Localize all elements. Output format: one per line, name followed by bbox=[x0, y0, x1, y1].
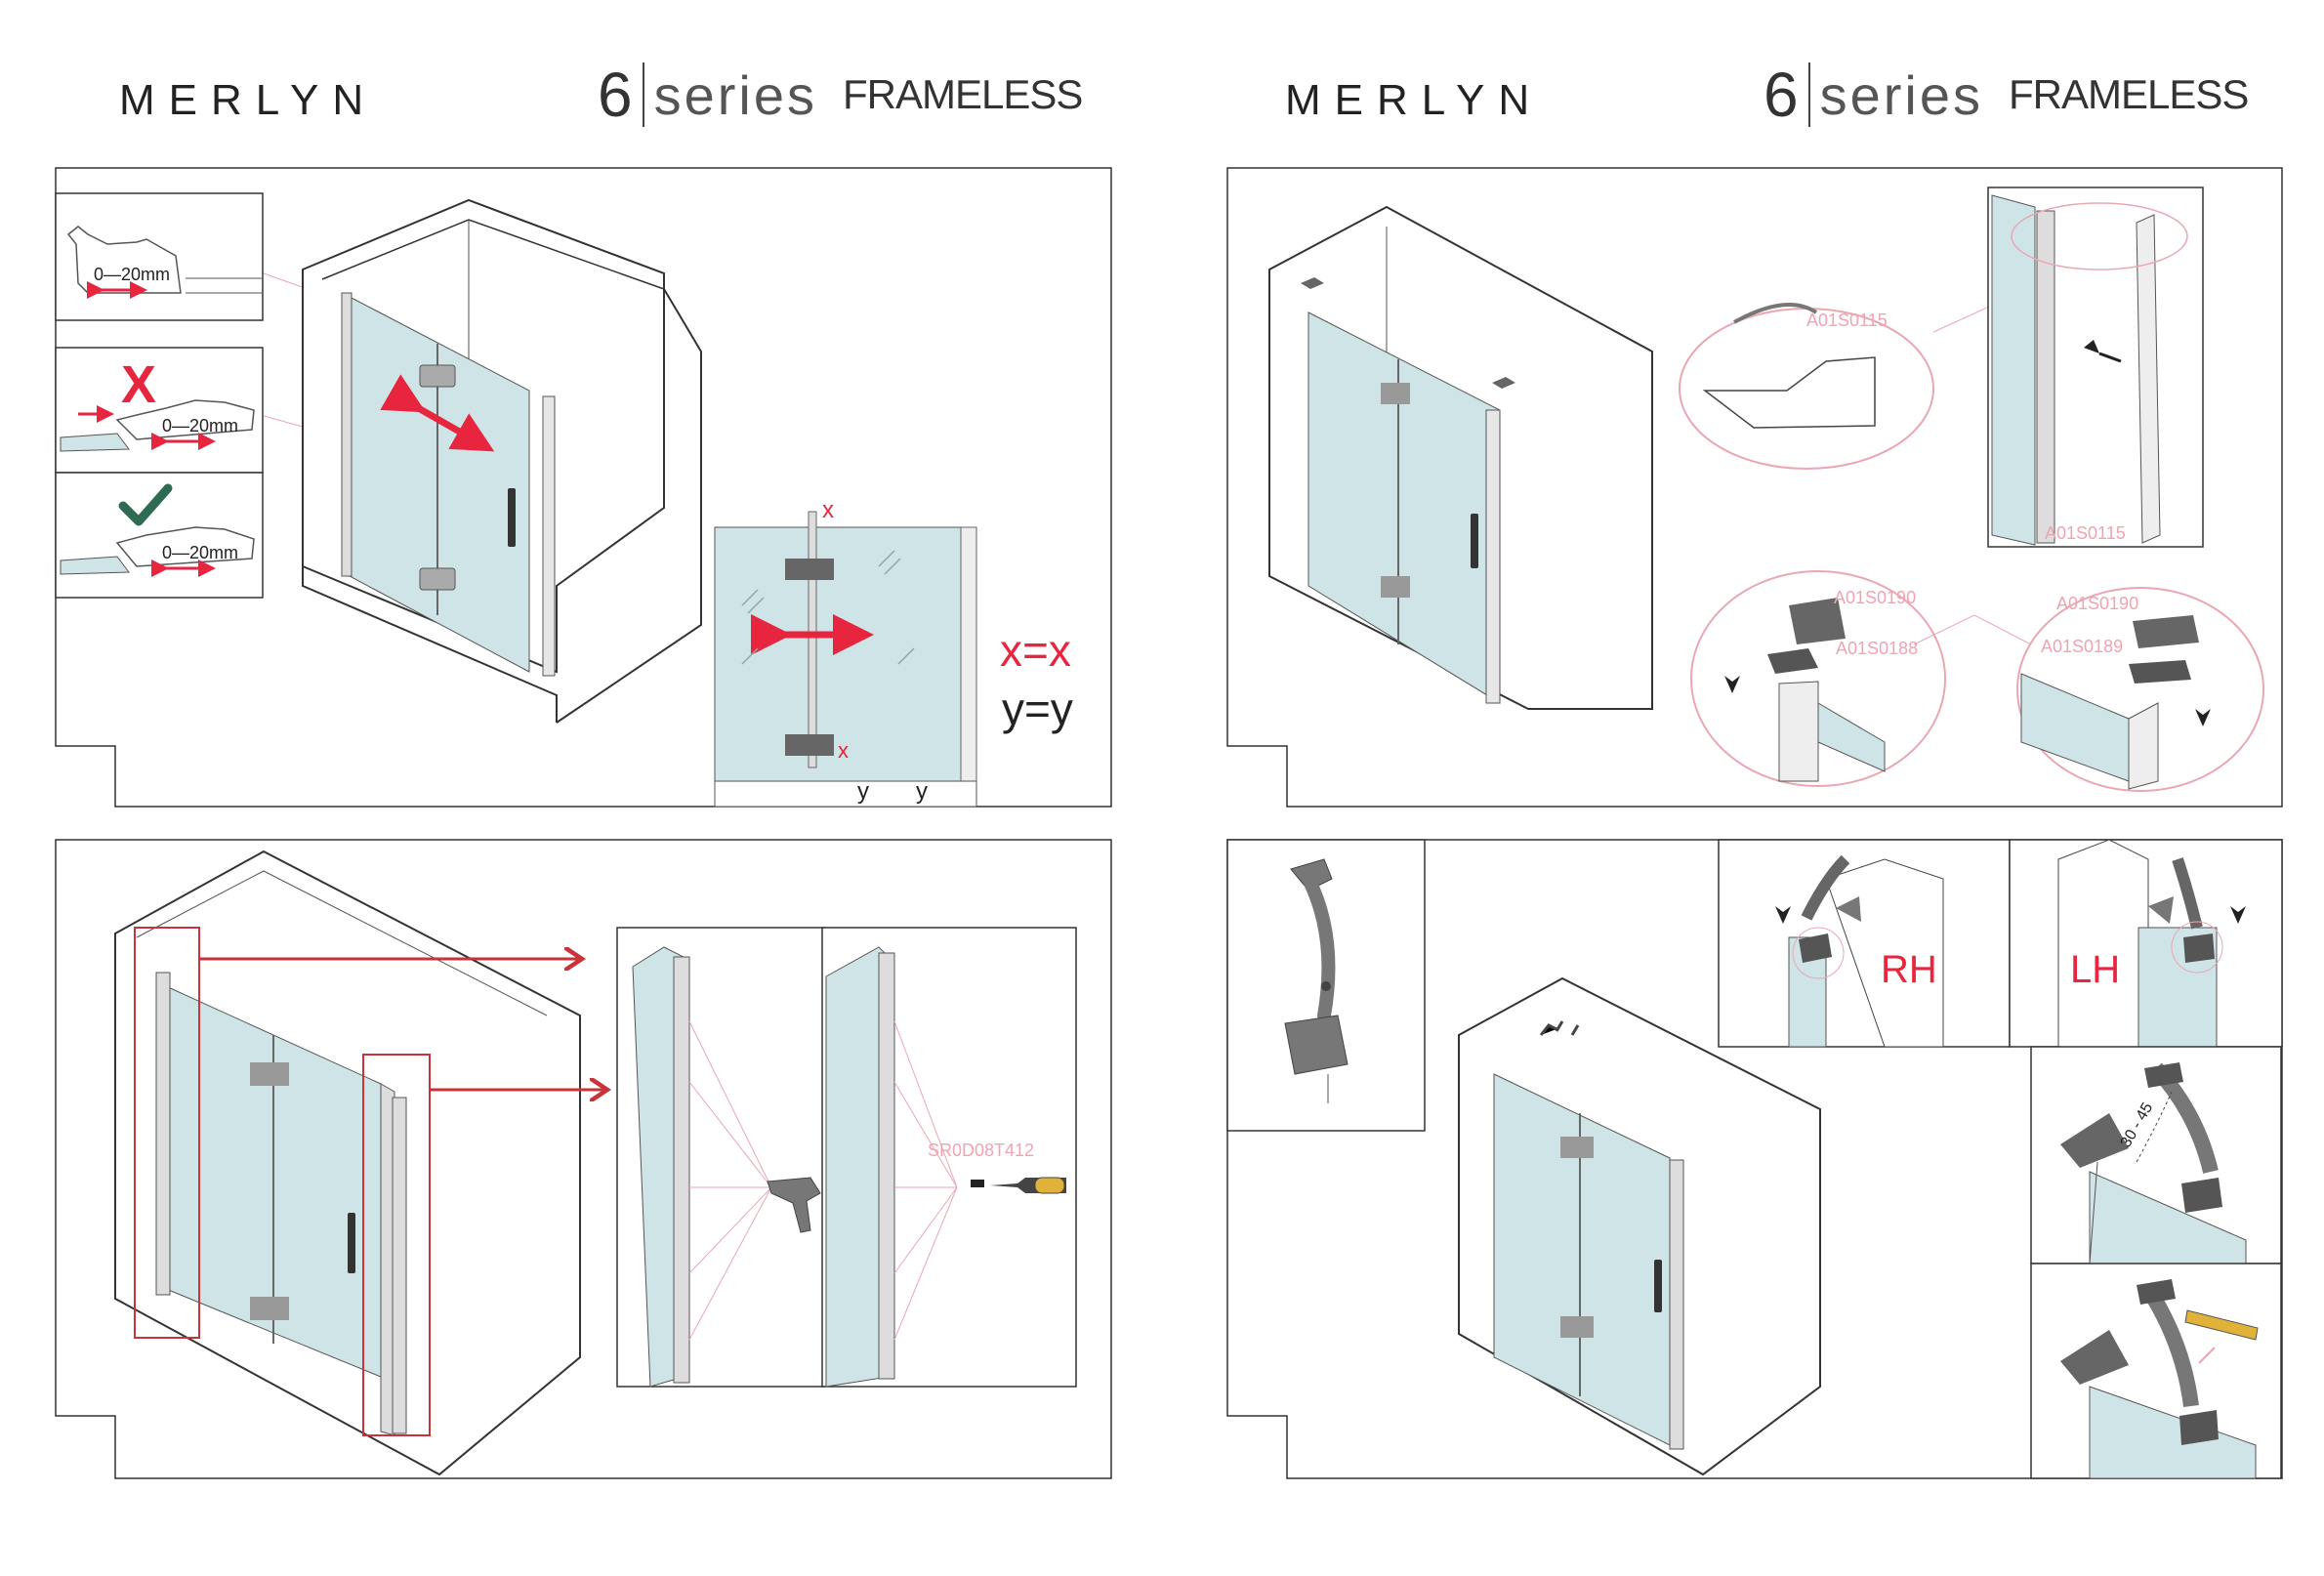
inset-rh: RH bbox=[1719, 840, 2010, 1047]
inset-lh: LH bbox=[2010, 840, 2282, 1047]
inset-arm-parts bbox=[1227, 840, 1425, 1131]
inset-level bbox=[2031, 1264, 2281, 1478]
lh-label: LH bbox=[2070, 948, 2120, 991]
shower-enclosure-illustration bbox=[1459, 978, 1820, 1474]
inset-angle: 30 - 45 bbox=[2031, 1047, 2281, 1264]
rh-label: RH bbox=[1881, 948, 1937, 991]
